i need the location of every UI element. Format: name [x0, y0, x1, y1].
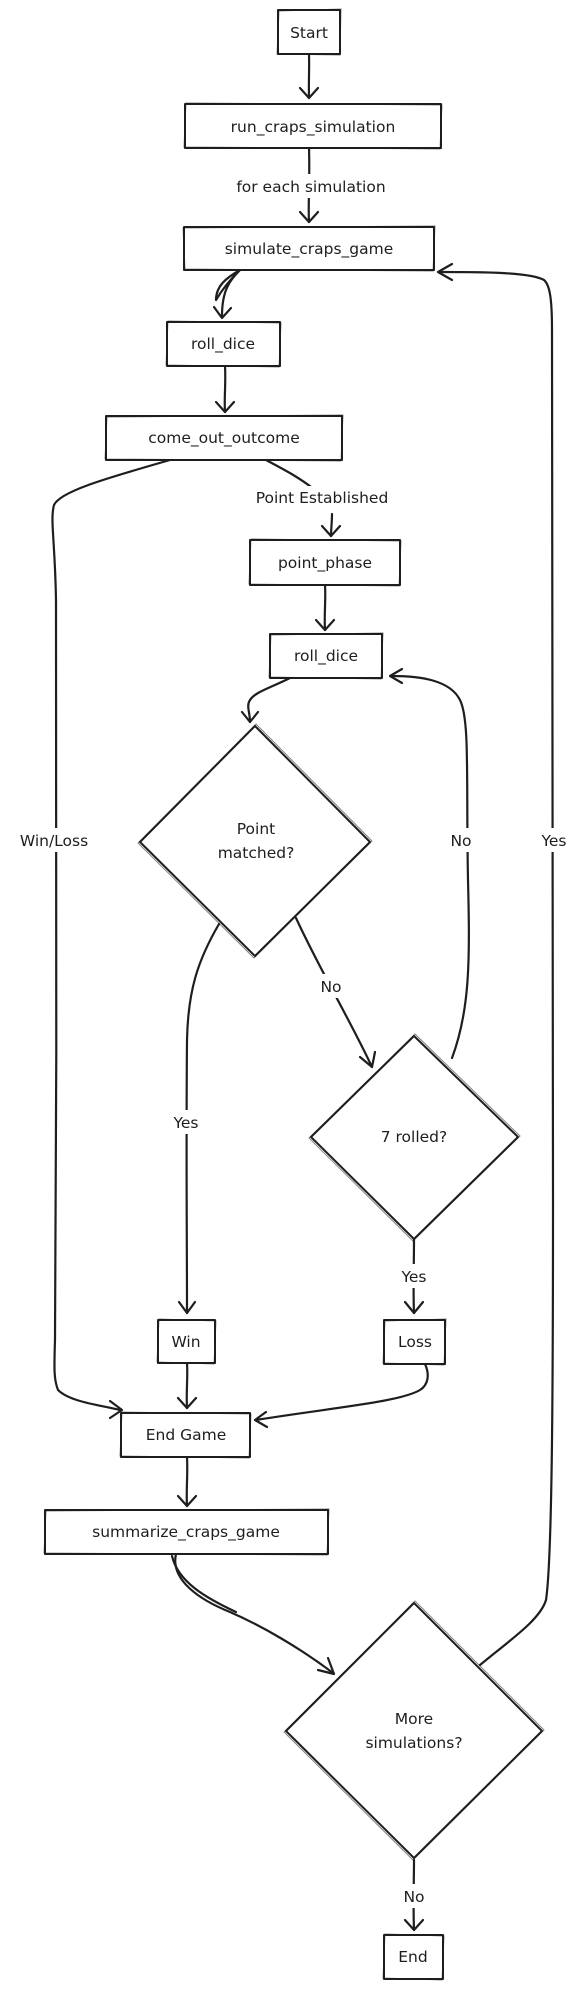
node-point-matched-label-line1: Point	[237, 820, 276, 838]
edge-comeout-winloss-to-endgame	[51, 458, 172, 1420]
node-point-phase[interactable]: point_phase	[248, 538, 402, 587]
edge-endgame-to-summarize	[176, 1455, 198, 1508]
edge-label-win-loss: Win/Loss	[8, 828, 100, 852]
node-loss-label: Loss	[398, 1333, 432, 1351]
edge-labels: for each simulation Point Established Wi…	[8, 174, 572, 1908]
edge-seven-no-to-roll2	[388, 667, 470, 1060]
edge-label-matched-no: No	[316, 974, 346, 998]
svg-text:No: No	[320, 978, 341, 996]
node-simulate-craps-game-label: simulate_craps_game	[225, 240, 394, 259]
svg-text:Yes: Yes	[400, 1268, 426, 1286]
node-roll-dice-2-label: roll_dice	[294, 647, 358, 666]
edge-label-more-no: No	[398, 1884, 430, 1908]
svg-text:Win/Loss: Win/Loss	[20, 832, 88, 850]
edge-roll1-to-comeout	[214, 364, 236, 414]
edge-simulate-to-roll1	[212, 268, 242, 320]
edge-loss-to-endgame	[253, 1362, 429, 1429]
node-more-simulations-label-line1: More	[395, 1710, 433, 1728]
edges	[51, 52, 555, 1932]
node-roll-dice-2[interactable]: roll_dice	[268, 632, 384, 680]
svg-text:No: No	[403, 1888, 424, 1906]
node-point-matched-label-line2: matched?	[218, 844, 295, 862]
node-start[interactable]: Start	[276, 8, 342, 56]
node-come-out-outcome[interactable]: come_out_outcome	[104, 414, 344, 462]
node-roll-dice-1-label: roll_dice	[191, 335, 255, 354]
edge-label-no-loop: No	[446, 828, 476, 852]
edge-start-to-run	[298, 52, 320, 100]
edge-label-yes-loop: Yes	[536, 828, 572, 852]
edge-matched-yes-to-win	[177, 922, 221, 1315]
edge-more-yes-to-simulate	[436, 262, 555, 1667]
svg-text:Yes: Yes	[540, 832, 566, 850]
node-summarize-craps-game[interactable]: summarize_craps_game	[43, 1508, 330, 1556]
node-end-label: End	[398, 1948, 427, 1966]
node-end-game[interactable]: End Game	[119, 1411, 252, 1459]
node-start-label: Start	[290, 24, 328, 42]
node-seven-rolled-decision[interactable]: 7 rolled?	[308, 1033, 521, 1242]
svg-text:Point Established: Point Established	[256, 489, 389, 507]
node-point-matched-decision[interactable]: Point matched?	[137, 723, 373, 959]
edge-point-phase-to-roll2	[314, 583, 336, 632]
svg-text:No: No	[450, 832, 471, 850]
node-seven-rolled-label: 7 rolled?	[381, 1128, 448, 1146]
node-win[interactable]: Win	[156, 1318, 217, 1365]
edge-label-for-each-simulation: for each simulation	[214, 174, 406, 198]
node-run-craps-simulation[interactable]: run_craps_simulation	[183, 102, 443, 150]
node-summarize-craps-game-label: summarize_craps_game	[92, 1523, 280, 1542]
node-come-out-outcome-label: come_out_outcome	[148, 429, 300, 448]
edge-label-point-established: Point Established	[232, 486, 412, 510]
edge-roll2-to-matched	[240, 676, 292, 724]
node-more-simulations-label-line2: simulations?	[365, 1734, 462, 1752]
node-point-phase-label: point_phase	[278, 554, 372, 573]
svg-text:Yes: Yes	[172, 1114, 198, 1132]
node-simulate-craps-game[interactable]: simulate_craps_game	[182, 225, 436, 272]
edge-summarize-to-more	[170, 1552, 336, 1676]
node-roll-dice-1[interactable]: roll_dice	[165, 320, 282, 368]
node-run-craps-simulation-label: run_craps_simulation	[231, 118, 396, 137]
edge-label-matched-yes: Yes	[166, 1110, 206, 1134]
edge-win-to-endgame	[176, 1361, 198, 1410]
nodes: Start run_craps_simulation simulate_crap…	[43, 8, 545, 1981]
node-more-simulations-decision[interactable]: More simulations?	[283, 1600, 545, 1861]
node-end-game-label: End Game	[146, 1426, 227, 1444]
node-end[interactable]: End	[382, 1933, 445, 1981]
svg-text:for each simulation: for each simulation	[236, 178, 385, 196]
edge-label-seven-yes: Yes	[394, 1264, 434, 1288]
node-loss[interactable]: Loss	[382, 1318, 447, 1366]
node-win-label: Win	[171, 1333, 200, 1351]
